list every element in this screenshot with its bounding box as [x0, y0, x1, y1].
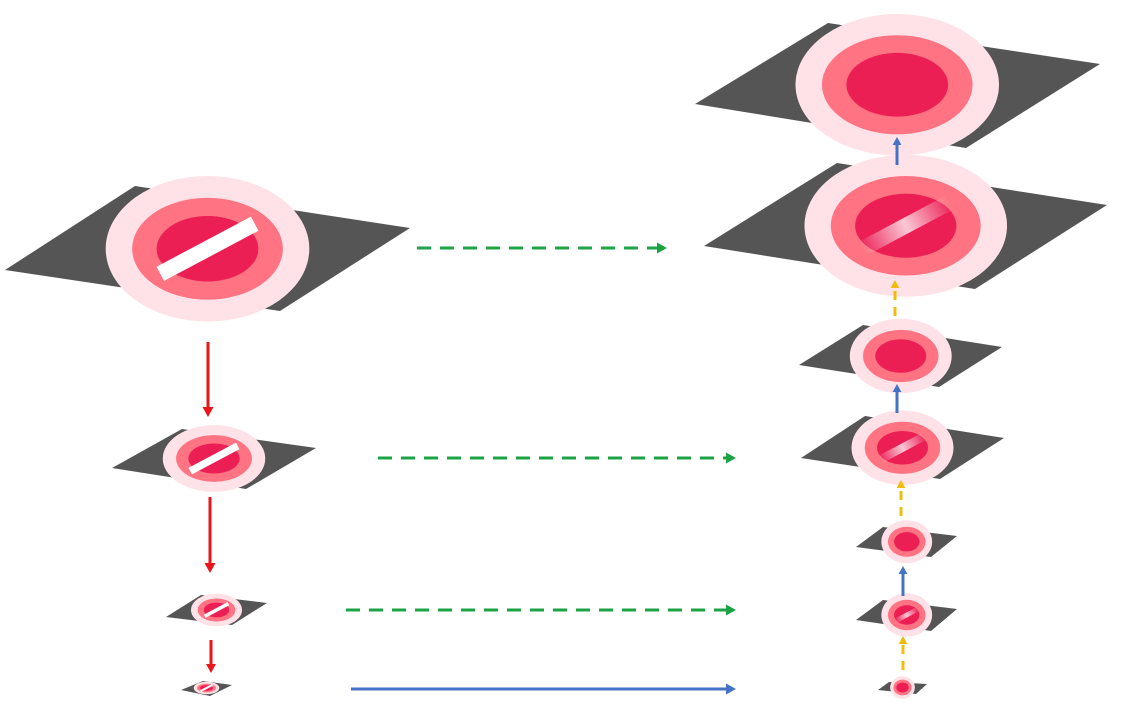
downsample-arrow-3 — [206, 640, 216, 673]
corruption-band — [894, 606, 920, 624]
arrow-head — [202, 407, 214, 417]
downsample-arrow-2 — [204, 497, 216, 573]
arrow-head — [726, 452, 736, 464]
arrow-head — [892, 137, 902, 145]
corruption-band — [203, 602, 230, 618]
skip-arrow-level-3 — [346, 604, 736, 616]
encoder-level-1 — [5, 176, 410, 322]
decoder-level-4 — [878, 676, 927, 699]
corruption-band — [857, 195, 955, 257]
arrow-head — [892, 384, 902, 392]
arrow-head — [726, 683, 736, 695]
arrow-head — [890, 280, 900, 288]
arrow-head — [898, 566, 908, 574]
decoder-level-2-refined — [799, 318, 1002, 394]
encoder-level-3 — [166, 593, 267, 627]
decoder-level-1-fused — [704, 154, 1107, 297]
skip-arrow-level-2 — [378, 452, 736, 464]
core-blob — [846, 52, 949, 117]
decoder-output — [695, 13, 1100, 156]
arrow-head — [898, 636, 908, 644]
connection-arrows — [202, 137, 908, 695]
refine-arrow-level-3 — [896, 480, 906, 516]
arrow-head — [726, 604, 736, 616]
arrow-head — [206, 664, 216, 673]
corruption-band — [156, 216, 259, 281]
core-blob — [894, 532, 920, 552]
corruption-band — [200, 683, 213, 693]
bottleneck-arrow — [351, 683, 736, 695]
core-blob — [896, 682, 909, 693]
arrow-head — [657, 242, 667, 254]
decoder-level-3-refined — [856, 520, 957, 564]
encoder-level-4 — [181, 681, 232, 696]
refine-arrow-level-2 — [890, 280, 900, 316]
arrow-head — [896, 480, 906, 488]
skip-arrow-level-1 — [417, 242, 667, 254]
upsample-arrow-2 — [892, 384, 902, 413]
corruption-band — [188, 442, 240, 475]
upsample-arrow-3 — [898, 566, 908, 596]
downsample-arrow-1 — [202, 342, 214, 417]
feature-maps — [5, 13, 1107, 699]
refine-arrow-level-4 — [898, 636, 908, 670]
decoder-level-2-fused — [801, 410, 1004, 485]
decoder-level-3-fused — [856, 593, 957, 637]
arrow-head — [204, 563, 216, 573]
core-blob — [875, 339, 927, 373]
encoder-level-2 — [112, 425, 316, 492]
upsample-arrow-1 — [892, 137, 902, 165]
corruption-band — [878, 432, 927, 464]
